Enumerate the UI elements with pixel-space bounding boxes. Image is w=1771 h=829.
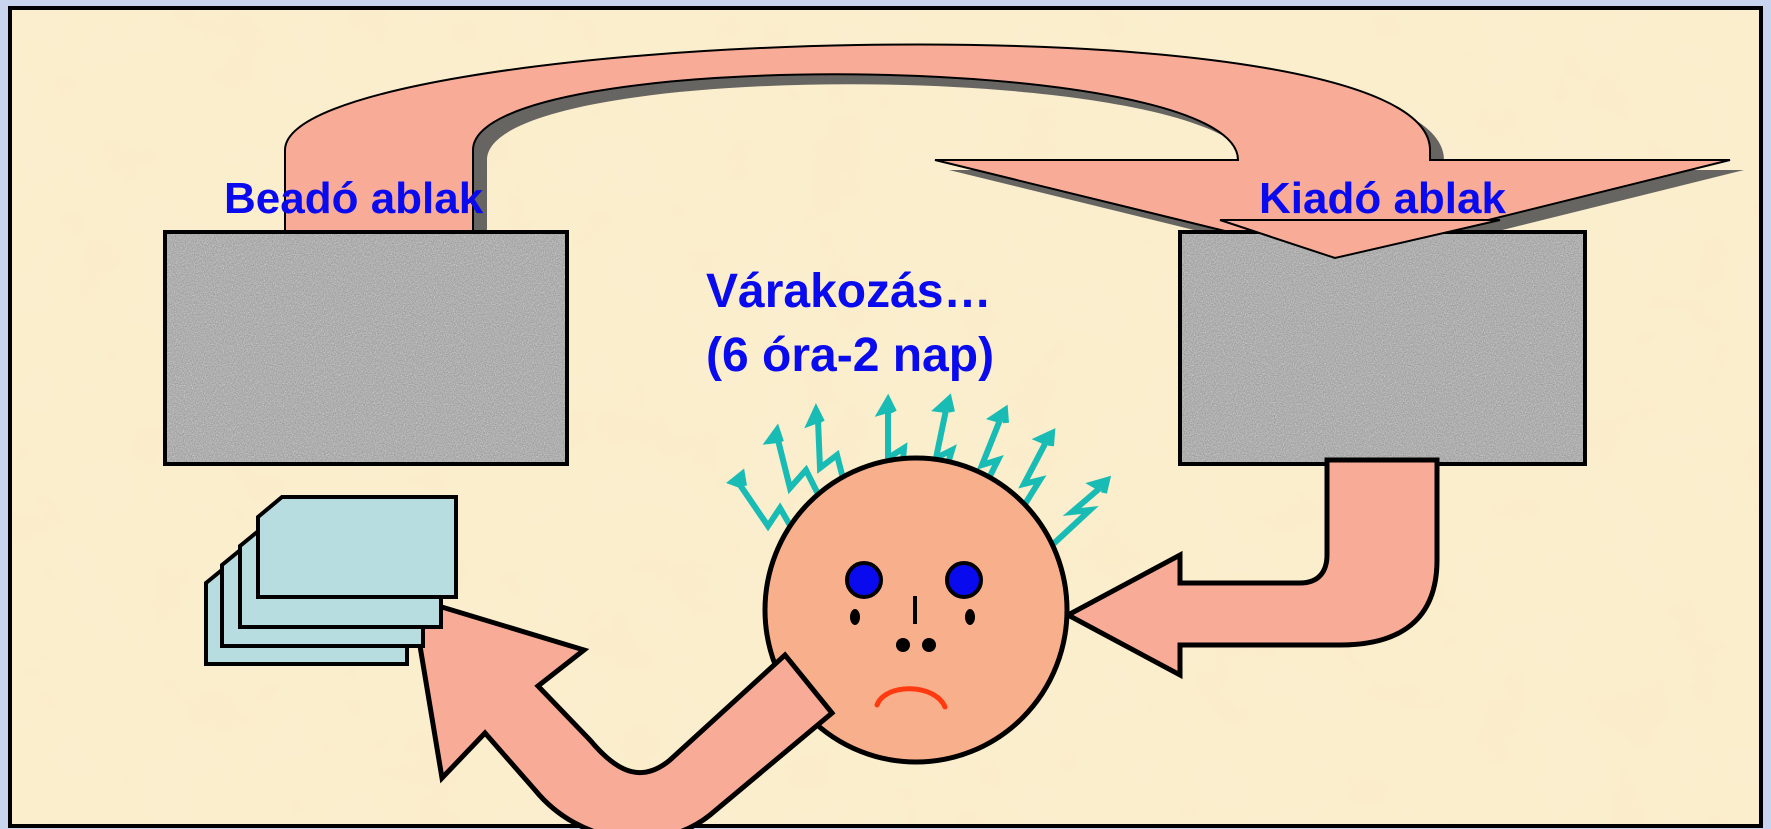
submit-window [165, 232, 567, 464]
waiting-label: Várakozás… (6 óra-2 nap) [706, 260, 994, 388]
left-eye [847, 563, 881, 597]
waiting-label-line1: Várakozás… [706, 260, 994, 324]
pickup-window-label: Kiadó ablak [1259, 174, 1506, 224]
submit-window-label: Beadó ablak [224, 174, 483, 224]
right-eye [947, 563, 981, 597]
pickup-window [1180, 232, 1585, 464]
waiting-label-line2: (6 óra-2 nap) [706, 324, 994, 388]
